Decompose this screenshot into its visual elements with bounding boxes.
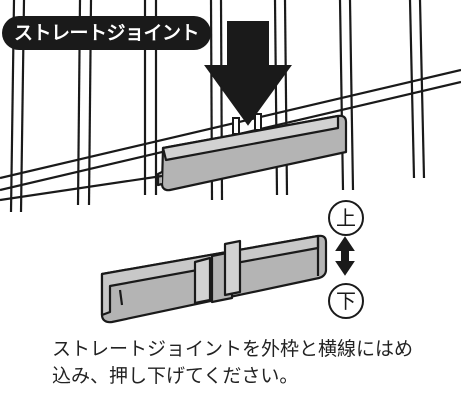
joint-installation-illustration bbox=[0, 0, 461, 324]
fence-lower-frame bbox=[0, 174, 163, 202]
caption-line-1: ストレートジョイントを外枠と横線にはめ bbox=[52, 338, 414, 360]
label-bottom-circle: 下 bbox=[328, 283, 364, 319]
joint-pins bbox=[232, 113, 262, 135]
title-badge: ストレートジョイント bbox=[2, 16, 212, 50]
mounted-straight-joint bbox=[156, 114, 348, 192]
push-down-arrow bbox=[204, 21, 292, 126]
instruction-caption: ストレートジョイントを外枠と横線にはめ 込み、押し下げてください。 bbox=[52, 336, 457, 390]
up-down-arrow-icon bbox=[335, 236, 355, 276]
detached-straight-joint bbox=[100, 234, 328, 324]
label-top-circle: 上 bbox=[328, 200, 364, 236]
caption-line-2: 込み、押し下げてください。 bbox=[52, 365, 299, 387]
